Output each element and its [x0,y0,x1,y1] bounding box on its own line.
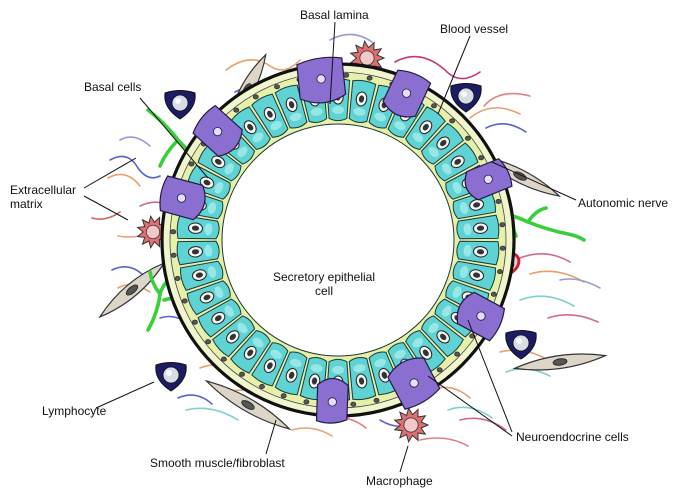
label-macrophage: Macrophage [366,474,433,488]
basal-cell-nucleus [274,85,279,89]
label-basal-lamina: Basal lamina [300,8,369,22]
autonomic-nerve-fiber [528,208,546,222]
basal-cell-nucleus [455,352,460,356]
neuroendocrine-nucleus [177,194,185,202]
matrix-fiber [292,428,332,436]
matrix-fiber [520,254,570,262]
basal-cell-nucleus [171,230,176,234]
basal-cell-nucleus [500,246,505,250]
cell-highlight [332,366,344,374]
basal-cell-nucleus [239,372,244,376]
autonomic-nerve-fiber [160,140,178,166]
basal-cell-nucleus [374,398,379,402]
basal-cell-nucleus [182,299,187,303]
matrix-fiber [484,94,530,106]
label-secretory-epithelial-cell: Secretory epithelial cell [262,270,386,298]
basal-cell-nucleus [491,292,496,296]
neuroendocrine-nucleus [410,379,418,387]
gland-lumen [222,124,454,356]
label-blood-vessel: Blood vessel [440,22,508,36]
label-autonomic-nerve: Autonomic nerve [578,196,668,210]
leader-line [84,196,128,220]
matrix-fiber [178,395,212,404]
cell-highlight [332,106,344,114]
matrix-fiber [470,108,520,118]
basal-cell-nucleus [175,276,180,280]
basal-cell-nucleus [465,136,470,140]
label-extracellular-matrix: Extracellular matrix [10,183,76,211]
neuroendocrine-nucleus [213,127,221,135]
basal-cell-nucleus [351,402,356,406]
basal-cell-nucleus [189,162,194,166]
matrix-fiber [420,438,468,446]
neuroendocrine-nucleus [484,175,492,183]
lymphocyte-highlight [461,91,467,97]
matrix-fiber [548,315,598,322]
basal-cell-nucleus [192,320,197,324]
basal-cell-nucleus [234,108,239,112]
leader-line [428,376,512,436]
label-lymphocyte: Lymphocyte [42,404,106,418]
neuroendocrine-nucleus [402,89,410,97]
basal-cell-nucleus [496,199,501,203]
label-smooth-muscle-fibroblast: Smooth muscle/fibroblast [150,456,285,470]
label-secretory-line2: cell [315,284,333,298]
basal-cell-nucleus [281,394,286,398]
matrix-fiber [520,296,574,306]
matrix-fiber [330,34,372,42]
basal-cell-nucleus [344,73,349,77]
matrix-fiber [530,271,584,282]
macrophage-cell [395,408,428,442]
label-extracellular-line2: matrix [10,197,43,211]
basal-cell-nucleus [367,76,372,80]
basal-cell-nucleus [221,357,226,361]
lymphocyte-cell [165,91,195,120]
leader-line [266,420,276,454]
basal-cell-nucleus [450,119,455,123]
lymphocyte-cell [506,331,536,360]
label-neuroendocrine-cells: Neuroendocrine cells [516,430,629,444]
neuroendocrine-nucleus [328,398,336,406]
label-secretory-line1: Secretory epithelial [273,270,375,284]
basal-cell-nucleus [206,340,211,344]
lymphocyte-highlight [175,98,181,104]
basal-cell-nucleus [479,156,484,160]
basal-cell-nucleus [431,104,436,108]
basal-cell-nucleus [437,368,442,372]
matrix-fiber [108,174,140,186]
basal-cell-nucleus [304,400,309,404]
label-extracellular-line1: Extracellular [10,183,76,197]
neuroendocrine-nucleus [477,312,485,320]
leader-line [84,158,136,188]
label-basal-cells: Basal cells [84,80,141,94]
lymphocyte-cell [156,363,186,392]
matrix-fiber [186,408,238,420]
basal-cell-nucleus [253,95,258,99]
macrophage-nucleus [404,418,418,432]
matrix-fiber [486,124,526,132]
matrix-fiber [460,418,506,430]
leader-line [400,446,408,472]
basal-cell-nucleus [171,253,176,257]
matrix-fiber [112,267,142,274]
basal-cell-nucleus [259,384,264,388]
matrix-fiber [120,137,150,146]
macrophage-nucleus [360,51,374,65]
basal-cell-nucleus [497,269,502,273]
macrophage-nucleus [146,225,159,238]
matrix-fiber [560,279,600,288]
basal-cell-nucleus [500,223,505,227]
gland-ring [160,57,514,423]
neuroendocrine-nucleus [317,75,325,83]
lymphocyte-highlight [516,338,522,344]
lymphocyte-highlight [166,370,172,376]
